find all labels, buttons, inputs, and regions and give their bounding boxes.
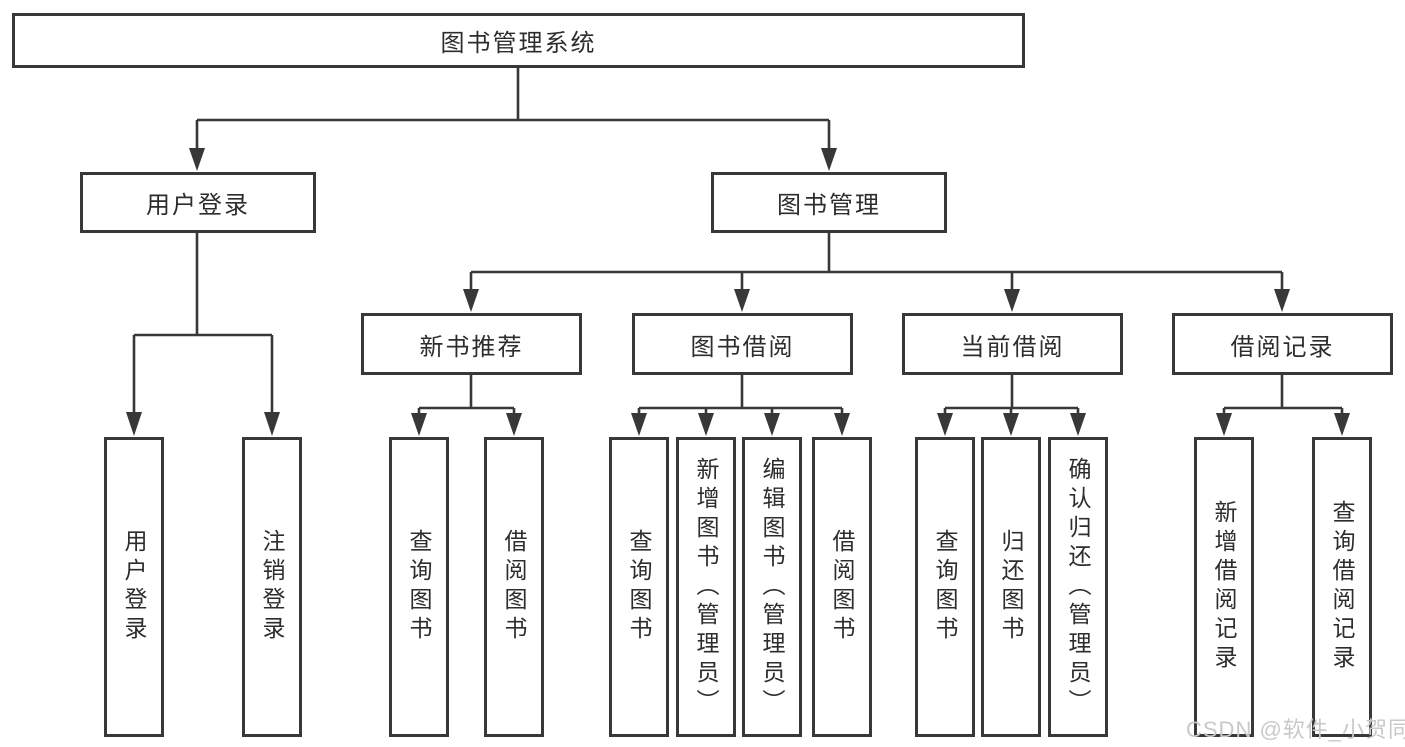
node-current-borrowing: 当前借阅 — [902, 313, 1123, 375]
leaf-logout: 注销登录 — [242, 437, 302, 737]
leaf-query-borrow-record: 查询借阅记录 — [1312, 437, 1372, 737]
arrowhead — [1334, 413, 1350, 436]
leaf-user-login: 用户登录 — [104, 437, 164, 737]
leaf-edit-books-admin: 编辑图书（管理员） — [742, 437, 802, 737]
arrowhead — [698, 413, 714, 436]
arrowhead — [937, 413, 953, 436]
node-book-borrowing: 图书借阅 — [632, 313, 853, 375]
leaf-confirm-return-admin: 确认归还（管理员） — [1048, 437, 1108, 737]
arrowhead — [189, 148, 205, 171]
leaf-query-books: 查询图书 — [609, 437, 669, 737]
leaf-query-books: 查询图书 — [389, 437, 449, 737]
arrowhead — [463, 289, 479, 312]
arrowhead — [126, 412, 142, 436]
connector-book-mgmt-branch — [469, 233, 1284, 291]
leaf-borrow-books: 借阅图书 — [812, 437, 872, 737]
arrowhead — [1216, 413, 1232, 436]
arrowhead — [1070, 413, 1086, 436]
arrowhead — [764, 413, 780, 436]
connector-user-login-branch — [132, 233, 274, 414]
leaf-add-borrow-record: 新增借阅记录 — [1194, 437, 1254, 737]
leaf-add-books-admin: 新增图书（管理员） — [676, 437, 736, 737]
connector-borrow-record-branch — [1222, 375, 1344, 415]
leaf-borrow-books: 借阅图书 — [484, 437, 544, 737]
connector-root-to-level2 — [195, 68, 831, 150]
leaf-return-books: 归还图书 — [981, 437, 1041, 737]
leaf-query-books: 查询图书 — [915, 437, 975, 737]
connector-new-book-branch — [417, 375, 516, 415]
arrowhead — [1004, 289, 1020, 312]
arrowhead — [734, 289, 750, 312]
arrowhead — [264, 412, 280, 436]
arrowhead — [411, 413, 427, 436]
node-book-management: 图书管理 — [711, 172, 947, 233]
arrowhead — [506, 413, 522, 436]
node-user-login: 用户登录 — [80, 172, 316, 233]
connector-book-borrow-branch — [637, 375, 844, 415]
arrowhead — [821, 148, 837, 171]
connector-current-borrow-branch — [943, 375, 1080, 415]
arrowhead — [631, 413, 647, 436]
node-new-book-recommend: 新书推荐 — [361, 313, 582, 375]
arrowhead — [1003, 413, 1019, 436]
arrowhead — [1274, 289, 1290, 312]
node-library-management-system: 图书管理系统 — [12, 13, 1025, 68]
csdn-watermark: CSDN @软件_小贺同学 — [1186, 717, 1405, 742]
arrowhead — [834, 413, 850, 436]
node-borrowing-records: 借阅记录 — [1172, 313, 1393, 375]
